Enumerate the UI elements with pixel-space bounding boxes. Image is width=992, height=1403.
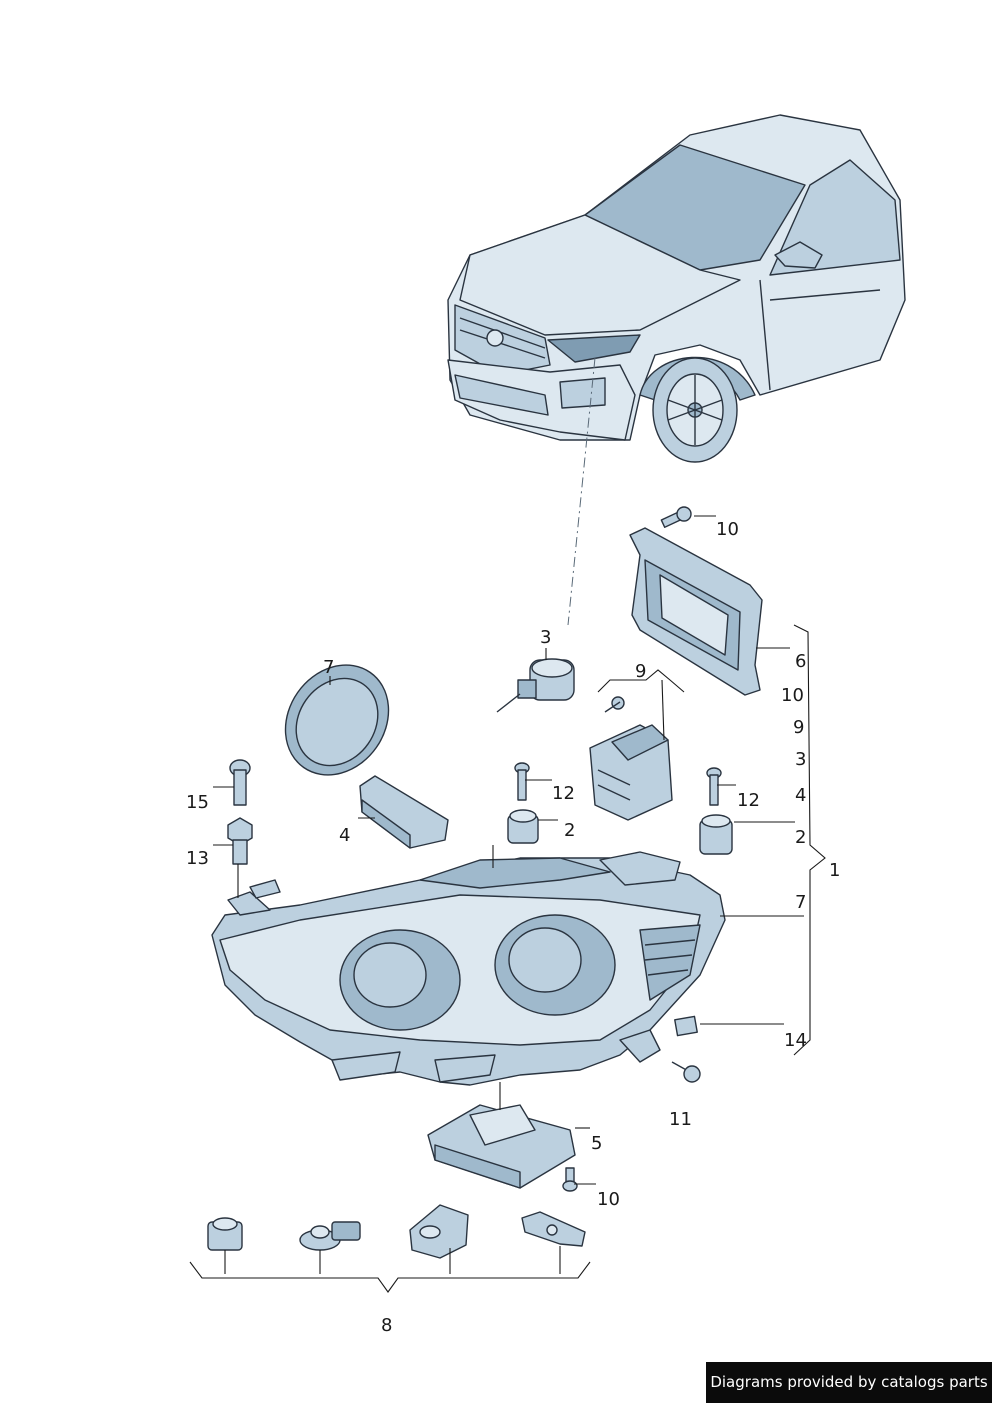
part-11-screw [671,1061,701,1083]
part-10-screw-top [660,506,692,528]
callout-7: 7 [323,657,334,678]
callout-9-list: 9 [793,717,804,738]
headlight-on-vehicle [547,334,641,363]
callout-4: 4 [339,825,350,846]
callout-5: 5 [591,1133,602,1154]
part-8-item-3 [409,1204,469,1259]
callout-15: 15 [186,792,209,813]
part-4-led-module [359,775,449,849]
callout-12-right: 12 [737,790,760,811]
part-5-control-unit [427,1104,576,1189]
callout-6: 6 [795,651,806,672]
part-8-repair-set [207,1204,586,1259]
part-8-item-4 [521,1211,586,1247]
callout-labels: 10 6 10 9 3 4 2 1 7 14 3 9 7 15 12 12 4 … [186,519,840,1336]
part-6-bracket [629,527,763,696]
callout-4-list: 4 [795,785,806,806]
part-9-module [589,696,673,821]
part-8-item-1 [207,1217,243,1251]
part-15-bolt [229,759,251,806]
callout-11: 11 [669,1109,692,1130]
callout-9: 9 [635,661,646,682]
part-3-bulb-socket [496,658,575,713]
callout-2: 2 [564,820,575,841]
locator-line [567,357,596,626]
callout-10-bottom: 10 [597,1189,620,1210]
part-12-screw-left [514,762,530,801]
part-7-cap [284,664,390,776]
callout-10-list: 10 [781,685,804,706]
callout-7-list: 7 [795,892,806,913]
callout-10-top: 10 [716,519,739,540]
callout-13: 13 [186,848,209,869]
callout-3: 3 [540,627,551,648]
callout-3-list: 3 [795,749,806,770]
vehicle-illustration [447,114,906,463]
callout-8: 8 [381,1315,392,1336]
part-10-screw-bottom [562,1167,578,1192]
brand-logo-icon [486,329,504,347]
part-13-bolt [227,817,253,865]
callout-14: 14 [784,1030,807,1051]
part-2-adjuster-left [507,809,539,844]
part-14-clip [674,1015,698,1037]
credit-badge: Diagrams provided by catalogs parts [706,1362,992,1403]
part-1-headlight-housing [211,851,726,1086]
leader-lines [189,515,826,1293]
part-8-item-2 [299,1221,361,1251]
callout-12-left: 12 [552,783,575,804]
callout-2-list: 2 [795,827,806,848]
part-12-screw-right [706,767,722,806]
callout-1: 1 [829,860,840,881]
part-2-adjuster-right [699,814,733,855]
